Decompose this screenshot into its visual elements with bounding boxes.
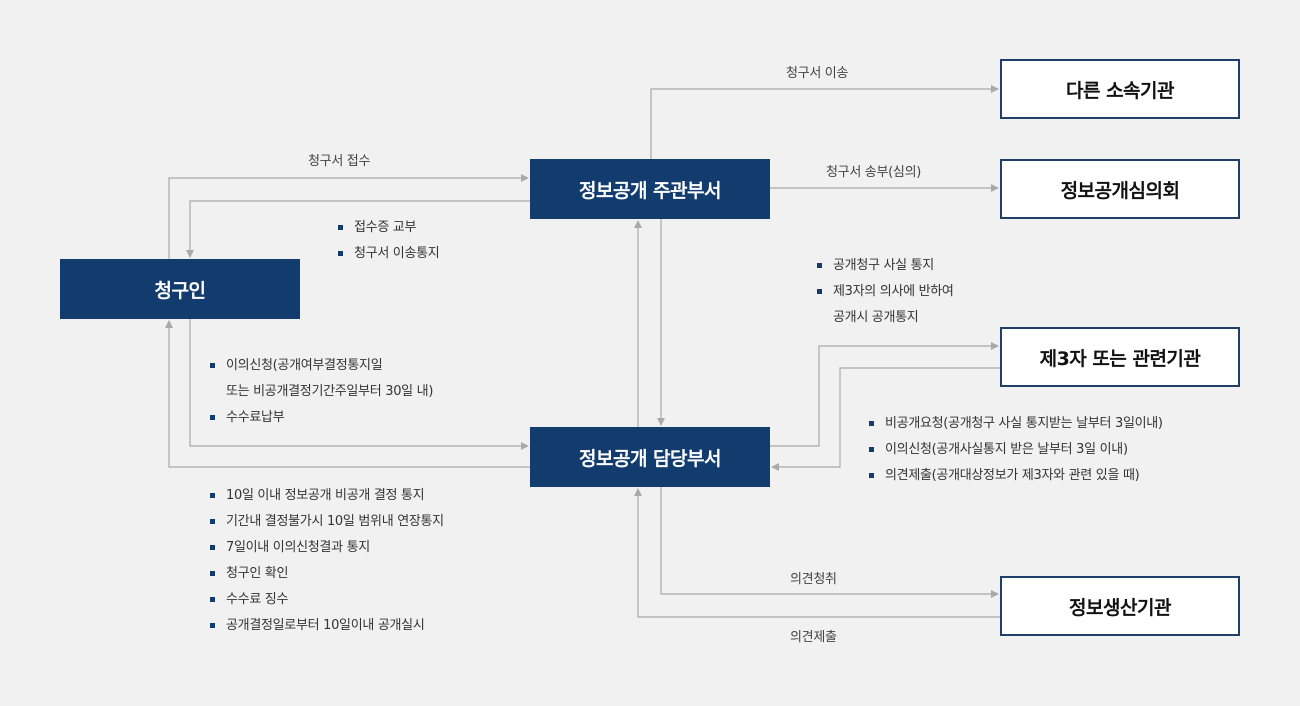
committee-node: 정보공개심의회 [1000,159,1240,219]
arrow-request-receipt [168,174,529,259]
arrow-receipt-notice [186,200,530,258]
label-send-review: 청구서 송부(심의) [826,165,921,180]
label-request-receipt: 청구서 접수 [308,154,371,169]
list-item: 이의신청(공개사실통지 받은 날부터 3일 이내) [869,437,1163,463]
list-item: 이의신청(공개여부결정통지일 [210,353,433,379]
arrow-submit-opinion [634,488,1000,618]
list-item: 청구인 확인 [210,561,444,587]
receipt-notices-list: 접수증 교부 청구서 이송통지 [338,215,440,267]
main-dept-node: 정보공개 주관부서 [530,159,770,219]
arrow-third-party-notice [770,342,999,447]
list-item-continued: 공개시 공개통지 [833,310,919,325]
third-party-responses-list: 비공개요청(공개청구 사실 통지받는 날부터 3일이내) 이의신청(공개사실통지… [869,411,1163,489]
list-item: 7일이내 이의신청결과 통지 [210,535,444,561]
arrow-hear-opinion [660,487,999,598]
arrow-third-party-response [771,367,1000,471]
third-party-node: 제3자 또는 관련기관 [1000,327,1240,387]
list-item: 접수증 교부 [338,215,439,241]
label-submit-opinion: 의견제출 [790,630,837,645]
handling-dept-node: 정보공개 담당부서 [530,427,770,487]
list-item: 수수료납부 [210,405,433,431]
list-item: 의견제출(공개대상정보가 제3자와 관련 있을 때) [869,463,1163,489]
list-item: 10일 이내 정보공개 비공개 결정 통지 [210,483,444,509]
list-item: 제3자의 의사에 반하여 [817,279,954,305]
list-item: 공개결정일로부터 10일이내 공개실시 [210,613,444,639]
objection-list: 이의신청(공개여부결정통지일 또는 비공개결정기간주일부터 30일 내) 수수료… [210,353,433,431]
list-item: 기간내 결정불가시 10일 범위내 연장통지 [210,509,444,535]
list-item-continued: 또는 비공개결정기간주일부터 30일 내) [226,384,434,399]
handling-actions-list: 10일 이내 정보공개 비공개 결정 통지 기간내 결정불가시 10일 범위내 … [210,483,444,639]
list-item: 비공개요청(공개청구 사실 통지받는 날부터 3일이내) [869,411,1163,437]
list-item: 수수료 징수 [210,587,444,613]
list-item: 청구서 이송통지 [338,241,440,267]
requester-node: 청구인 [60,259,300,319]
list-item: 공개청구 사실 통지 [817,253,954,279]
other-agency-node: 다른 소속기관 [1000,59,1240,119]
third-party-notices-list: 공개청구 사실 통지 제3자의 의사에 반하여 공개시 공개통지 [817,253,954,331]
arrow-objection [189,319,529,450]
label-transfer: 청구서 이송 [786,66,849,81]
arrow-transfer [650,85,999,159]
producing-agency-node: 정보생산기관 [1000,576,1240,636]
arrow-handling-to-requester [165,320,530,468]
label-hear-opinion: 의견청취 [790,572,837,587]
